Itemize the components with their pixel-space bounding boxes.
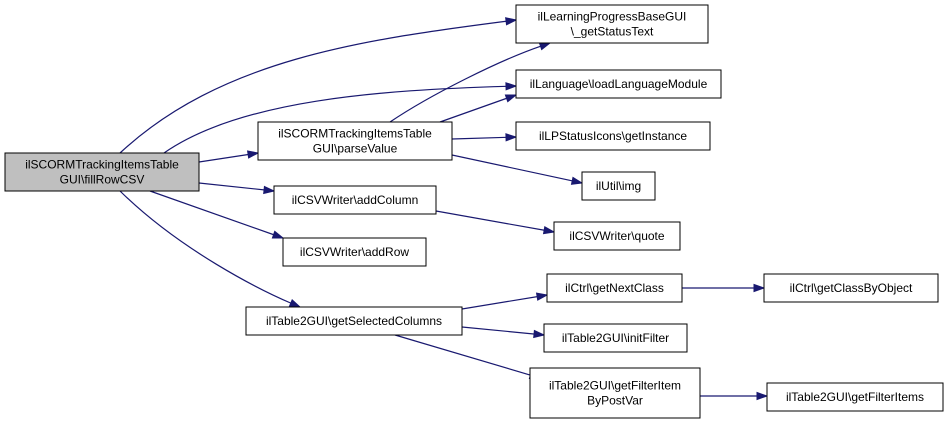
edge-root-selcols bbox=[119, 190, 302, 308]
edge-root-parse bbox=[198, 150, 260, 163]
node-addcol[interactable]: ilCSVWriter\addColumn bbox=[273, 185, 437, 215]
node-label: ilTable2GUI\getSelectedColumns bbox=[266, 314, 442, 328]
node-label: GUI\fillRowCSV bbox=[60, 173, 145, 187]
edge-selcols-filteritem bbox=[394, 334, 542, 380]
node-label: ilUtil\img bbox=[596, 179, 641, 193]
edge-parse-img bbox=[451, 154, 584, 185]
edge-line bbox=[451, 136, 508, 140]
edge-line bbox=[439, 97, 508, 123]
edge-root-lang bbox=[163, 82, 518, 154]
node-label: ilCSVWriter\addColumn bbox=[292, 193, 419, 207]
edge-line bbox=[435, 210, 546, 231]
edge-line bbox=[163, 85, 508, 154]
node-initfilter[interactable]: ilTable2GUI\initFilter bbox=[543, 323, 688, 353]
edge-line bbox=[389, 45, 542, 123]
edge-selcols-nextclass bbox=[461, 292, 549, 310]
edge-arrowhead bbox=[263, 185, 276, 195]
node-lpicons[interactable]: ilLPStatusIcons\getInstance bbox=[515, 121, 711, 151]
node-quote[interactable]: ilCSVWriter\quote bbox=[553, 221, 681, 251]
node-box bbox=[529, 367, 701, 419]
node-box bbox=[273, 185, 437, 215]
edge-arrowhead bbox=[505, 82, 518, 91]
edge-addcol-quote bbox=[435, 210, 556, 235]
node-selcols[interactable]: ilTable2GUI\getSelectedColumns bbox=[245, 306, 463, 336]
node-label: ilSCORMTrackingItemsTable bbox=[25, 158, 179, 172]
node-nextclass[interactable]: ilCtrl\getNextClass bbox=[546, 273, 683, 303]
edge-line bbox=[394, 334, 532, 376]
edge-arrowhead bbox=[542, 226, 556, 235]
node-classbyobj[interactable]: ilCtrl\getClassByObject bbox=[763, 273, 939, 303]
node-label: ilLPStatusIcons\getInstance bbox=[539, 129, 687, 143]
edge-arrowhead bbox=[570, 176, 584, 185]
edge-line bbox=[198, 153, 250, 163]
node-box bbox=[4, 152, 200, 192]
node-label: ilCSVWriter\quote bbox=[569, 229, 664, 243]
node-img[interactable]: ilUtil\img bbox=[581, 171, 656, 201]
edge-line bbox=[451, 154, 574, 182]
node-label: ByPostVar bbox=[587, 394, 643, 408]
node-label: ilCtrl\getClassByObject bbox=[790, 281, 913, 295]
edge-arrowhead bbox=[533, 329, 546, 339]
node-label: ilCSVWriter\addRow bbox=[300, 245, 409, 259]
node-lang[interactable]: ilLanguage\loadLanguageModule bbox=[515, 69, 722, 99]
nodes-layer: ilSCORMTrackingItemsTableGUI\fillRowCSVi… bbox=[4, 4, 944, 419]
edge-parse-lang bbox=[439, 94, 518, 123]
edge-arrowhead bbox=[538, 42, 552, 51]
edge-arrowhead bbox=[535, 292, 549, 301]
edges-layer bbox=[119, 17, 769, 401]
node-box bbox=[766, 382, 944, 412]
node-label: GUI\parseValue bbox=[313, 142, 398, 156]
node-label: ilLanguage\loadLanguageModule bbox=[530, 77, 708, 91]
edge-line bbox=[461, 326, 536, 335]
node-box bbox=[515, 4, 709, 44]
edge-arrowhead bbox=[271, 230, 285, 239]
node-addrow[interactable]: ilCSVWriter\addRow bbox=[282, 237, 427, 267]
edge-line bbox=[198, 182, 266, 191]
node-box bbox=[546, 273, 683, 303]
node-label: ilTable2GUI\initFilter bbox=[562, 331, 669, 345]
node-label: ilTable2GUI\getFilterItem bbox=[549, 379, 681, 393]
edge-root-addrow bbox=[149, 190, 285, 239]
node-box bbox=[543, 323, 688, 353]
edge-arrowhead bbox=[505, 17, 518, 26]
edge-line bbox=[461, 295, 539, 310]
edge-arrowhead bbox=[504, 94, 518, 103]
node-label: ilCtrl\getNextClass bbox=[565, 281, 664, 295]
edge-filteritem-filteritems bbox=[700, 391, 769, 401]
node-box bbox=[553, 221, 681, 251]
node-box bbox=[515, 69, 722, 99]
node-status[interactable]: ilLearningProgressBaseGUI\_getStatusText bbox=[515, 4, 709, 44]
edge-root-status bbox=[119, 17, 518, 154]
node-box bbox=[763, 273, 939, 303]
edge-arrowhead bbox=[756, 391, 769, 401]
edge-selcols-initfilter bbox=[461, 326, 546, 339]
edge-arrowhead bbox=[505, 133, 518, 142]
node-box bbox=[257, 121, 453, 161]
edge-root-addcol bbox=[198, 182, 276, 195]
node-label: ilLearningProgressBaseGUI bbox=[538, 10, 687, 24]
node-label: \_getStatusText bbox=[571, 25, 654, 39]
edge-line bbox=[119, 190, 292, 305]
node-label: ilSCORMTrackingItemsTable bbox=[278, 127, 432, 141]
edge-nextclass-classbyobj bbox=[682, 283, 766, 293]
edge-arrowhead bbox=[246, 150, 260, 159]
edge-arrowhead bbox=[753, 283, 766, 293]
node-label: ilTable2GUI\getFilterItems bbox=[786, 390, 924, 404]
edge-line bbox=[149, 190, 275, 236]
edge-parse-lpicons bbox=[451, 133, 518, 142]
node-box bbox=[515, 121, 711, 151]
node-box bbox=[282, 237, 427, 267]
edge-line bbox=[119, 20, 508, 154]
edge-arrowhead bbox=[288, 299, 302, 308]
node-filteritems[interactable]: ilTable2GUI\getFilterItems bbox=[766, 382, 944, 412]
node-box bbox=[581, 171, 656, 201]
node-box bbox=[245, 306, 463, 336]
